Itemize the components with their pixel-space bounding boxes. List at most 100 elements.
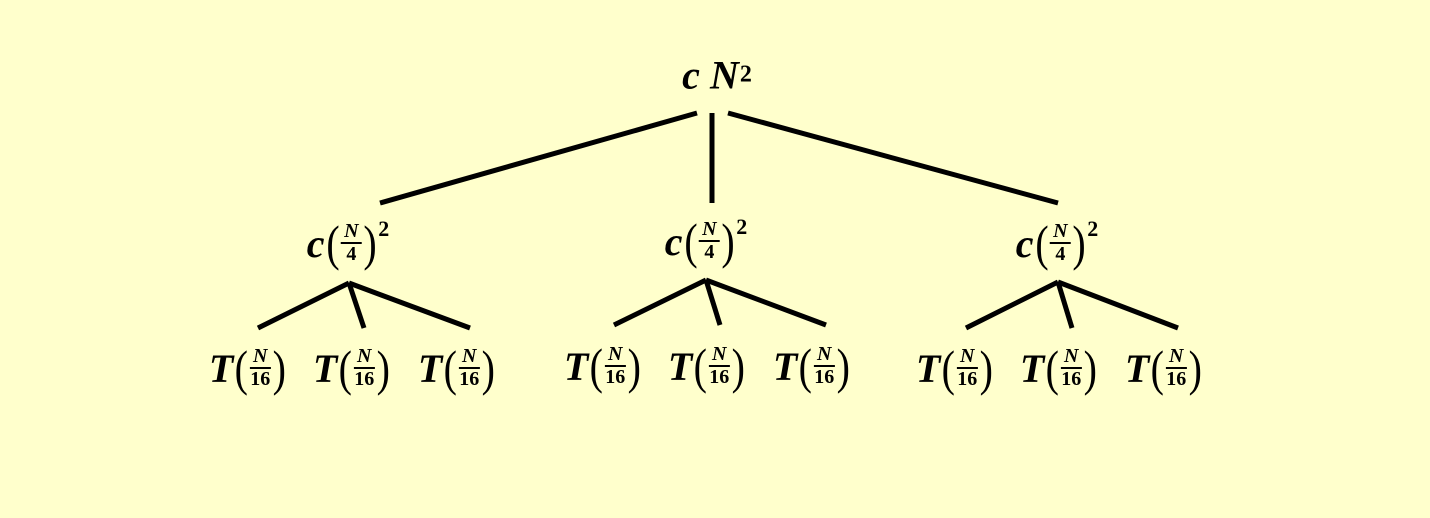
exponent: 2 bbox=[1087, 216, 1099, 241]
numerator: N bbox=[458, 346, 480, 369]
function-name: T bbox=[312, 345, 338, 391]
left-paren: ( bbox=[1151, 340, 1165, 396]
denominator: 4 bbox=[1055, 243, 1066, 265]
numerator: N bbox=[353, 346, 375, 369]
edge bbox=[1055, 281, 1075, 329]
left-paren: ( bbox=[444, 340, 458, 396]
denominator: 16 bbox=[605, 366, 626, 388]
function-name: T bbox=[667, 343, 693, 389]
left-paren: ( bbox=[590, 338, 604, 394]
left-paren: ( bbox=[942, 340, 956, 396]
coef: c bbox=[1015, 220, 1034, 266]
numerator: N bbox=[956, 346, 978, 369]
numerator: N bbox=[604, 344, 626, 367]
numerator: N bbox=[341, 221, 362, 244]
function-name: T bbox=[417, 345, 443, 391]
denominator: 4 bbox=[704, 241, 715, 263]
right-paren: ) bbox=[979, 340, 993, 396]
right-paren: ) bbox=[721, 213, 735, 269]
right-paren: ) bbox=[836, 338, 850, 394]
denominator: 16 bbox=[1166, 368, 1187, 390]
numerator: N bbox=[1050, 221, 1071, 244]
exponent: 2 bbox=[378, 216, 390, 241]
right-paren: ) bbox=[627, 338, 641, 394]
function-name: T bbox=[1019, 345, 1045, 391]
denominator: 16 bbox=[1061, 368, 1082, 390]
left-paren: ( bbox=[694, 338, 708, 394]
edge-root-left bbox=[379, 110, 698, 206]
edge bbox=[703, 279, 723, 326]
numerator: N bbox=[1060, 346, 1082, 369]
right-paren: ) bbox=[376, 340, 390, 396]
root-coef: c bbox=[682, 52, 700, 98]
left-paren: ( bbox=[339, 340, 353, 396]
denominator: 16 bbox=[459, 368, 480, 390]
edge bbox=[256, 280, 351, 331]
coef: c bbox=[306, 220, 325, 266]
numerator: N bbox=[813, 344, 835, 367]
left-paren: ( bbox=[235, 340, 249, 396]
denominator: 16 bbox=[709, 366, 730, 388]
left-paren: ( bbox=[799, 338, 813, 394]
root-exp: 2 bbox=[739, 61, 752, 88]
denominator: 16 bbox=[957, 368, 978, 390]
left-paren: ( bbox=[1046, 340, 1060, 396]
edge bbox=[705, 277, 827, 328]
edge bbox=[612, 277, 708, 328]
right-paren: ) bbox=[1083, 340, 1097, 396]
numerator: N bbox=[249, 346, 271, 369]
numerator: N bbox=[699, 219, 720, 242]
function-name: T bbox=[772, 343, 798, 389]
function-name: T bbox=[1124, 345, 1150, 391]
right-paren: ) bbox=[1188, 340, 1202, 396]
right-paren: ) bbox=[731, 338, 745, 394]
denominator: 4 bbox=[346, 243, 357, 265]
right-paren: ) bbox=[272, 340, 286, 396]
edge bbox=[1057, 279, 1179, 331]
edge bbox=[346, 282, 367, 329]
edge bbox=[348, 280, 471, 331]
denominator: 16 bbox=[814, 366, 835, 388]
right-paren: ) bbox=[1072, 215, 1086, 271]
left-paren: ( bbox=[1035, 215, 1049, 271]
right-paren: ) bbox=[481, 340, 495, 396]
edge-root-right bbox=[727, 110, 1059, 206]
coef: c bbox=[664, 218, 683, 264]
numerator: N bbox=[708, 344, 730, 367]
edge bbox=[964, 279, 1060, 331]
left-paren: ( bbox=[684, 213, 698, 269]
function-name: T bbox=[915, 345, 941, 391]
function-name: T bbox=[563, 343, 589, 389]
exponent: 2 bbox=[736, 214, 748, 239]
left-paren: ( bbox=[326, 215, 340, 271]
denominator: 16 bbox=[354, 368, 375, 390]
root-var: N bbox=[709, 52, 739, 98]
function-name: T bbox=[208, 345, 234, 391]
